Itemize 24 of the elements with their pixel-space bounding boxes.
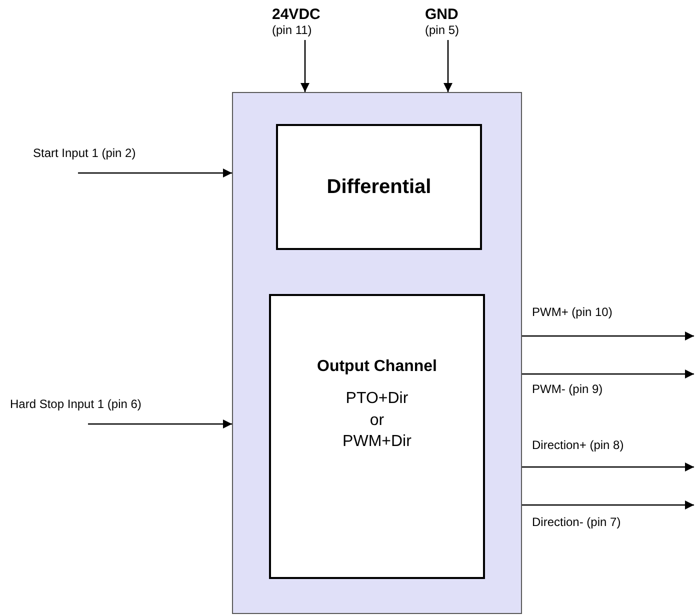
arrow xyxy=(522,331,694,341)
function-box xyxy=(276,124,482,250)
box-title: Differential xyxy=(326,176,432,198)
module-box xyxy=(232,92,522,614)
edge-label: PWM- (pin 9) xyxy=(532,382,603,396)
box-text: PTO+Dir or PWM+Dir xyxy=(342,389,412,452)
edge-label: Start Input 1 (pin 2) xyxy=(33,146,136,160)
arrow xyxy=(443,40,453,92)
edge-label: Hard Stop Input 1 (pin 6) xyxy=(10,397,142,411)
arrow xyxy=(522,369,694,379)
signal-name: 24VDC xyxy=(272,6,322,23)
arrow xyxy=(300,40,310,92)
function-box xyxy=(269,294,485,579)
pin-number: (pin 5) xyxy=(425,23,460,37)
arrow xyxy=(88,419,232,429)
edge-label: Direction+ (pin 8) xyxy=(532,438,624,452)
edge-label: PWM+ (pin 10) xyxy=(532,305,612,319)
arrow xyxy=(522,500,694,510)
signal-name: GND xyxy=(425,6,460,23)
edge-label: Direction- (pin 7) xyxy=(532,515,621,529)
pin-number: (pin 11) xyxy=(272,23,313,37)
arrow xyxy=(522,462,694,472)
arrow xyxy=(78,168,232,178)
box-title: Output Channel xyxy=(317,358,437,376)
